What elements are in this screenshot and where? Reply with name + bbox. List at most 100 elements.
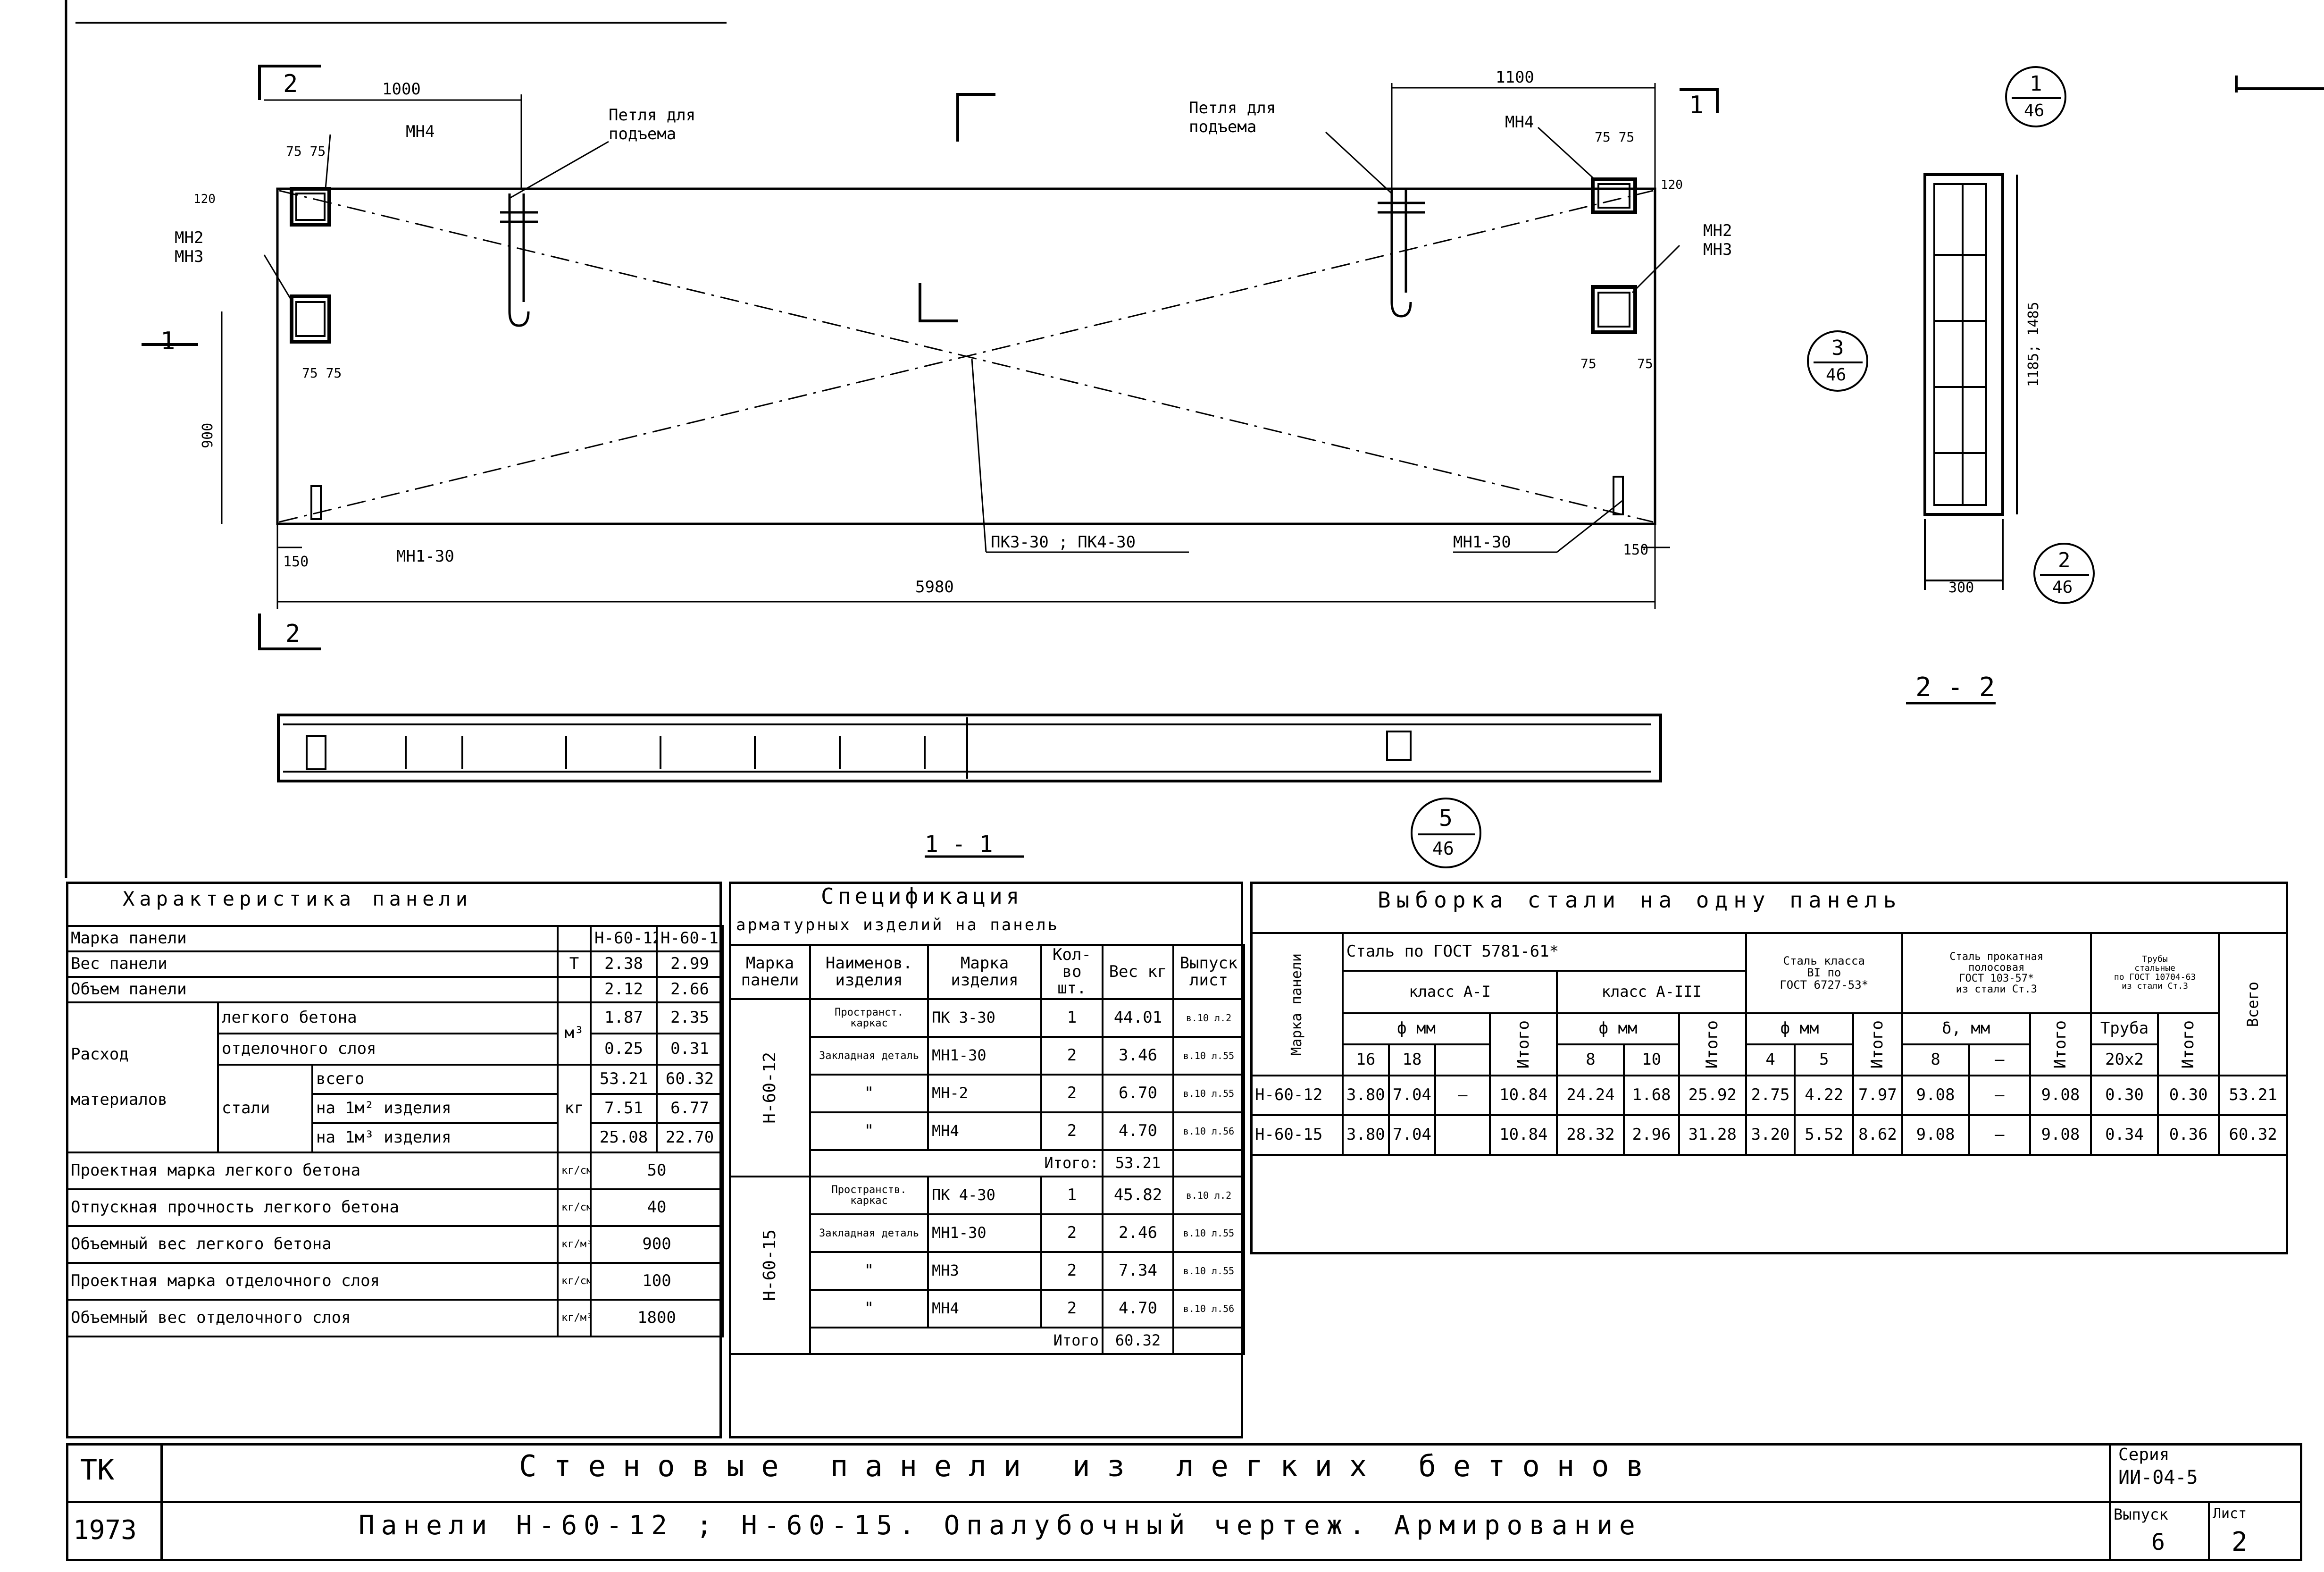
mn4-left: МН4: [406, 122, 435, 141]
table3: Марка панели Сталь по ГОСТ 5781-61* Стал…: [1250, 932, 2288, 1156]
t1-na-1m3: на 1м³ изделия: [311, 1122, 559, 1153]
t2-weight: 6.70: [1102, 1074, 1174, 1114]
t3-h-gost: Сталь по ГОСТ 5781-61*: [1341, 932, 1747, 972]
t1-bottom-unit: кг/м³: [557, 1299, 592, 1337]
section-label-1-right: 1: [1689, 91, 1704, 119]
t3-d18: 18: [1388, 1043, 1437, 1076]
t3-cell: 10.84: [1489, 1114, 1558, 1156]
dim-75-75-right: 75 75: [1595, 129, 1634, 145]
drawing-area: 2 2 1 1 1000 1100 75 75 75 75 75 75 75 7…: [65, 0, 2324, 878]
t1-legkogo: легкого бетона: [217, 1001, 559, 1034]
mn1-30-left: МН1-30: [396, 547, 454, 566]
t1-m2-v2: 6.77: [656, 1093, 724, 1124]
t2-qty: 2: [1040, 1289, 1103, 1329]
t3-itogo: Итого: [2178, 1020, 2198, 1069]
t3-cell: 1.68: [1623, 1075, 1680, 1116]
t2-name: ": [809, 1111, 929, 1152]
t3-cell: 0.30: [2090, 1075, 2159, 1116]
t1-bottom-val: 100: [590, 1262, 724, 1301]
tb-vypusk-label: Выпуск: [2114, 1505, 2168, 1523]
t3-dash: —: [1968, 1043, 2031, 1076]
section-2-2-outline: [1923, 173, 2004, 516]
t3-cell: 0.36: [2157, 1114, 2220, 1156]
t3-cell: 3.80: [1341, 1075, 1390, 1116]
t2-mark: МН-2: [927, 1074, 1042, 1114]
t3-cell: 9.08: [2029, 1114, 2092, 1156]
t1-bottom-unit: кг/см²: [557, 1262, 592, 1301]
dim-1000: 1000: [382, 80, 421, 99]
t3-row-mark: Н-60-15: [1250, 1114, 1344, 1156]
t2-weight: 7.34: [1102, 1251, 1174, 1291]
t3-cell: 7.04: [1388, 1114, 1437, 1156]
t3-cell: 7.97: [1852, 1075, 1903, 1116]
t3-itogo: Итого: [1513, 1020, 1533, 1069]
t2-weight: 45.82: [1102, 1176, 1174, 1216]
view-2-2-label: 2 - 2: [1915, 672, 1995, 703]
t2-header: Кол-во шт.: [1040, 943, 1103, 1000]
t2-total2: 60.32: [1102, 1327, 1174, 1355]
mn3-right: МН3: [1703, 240, 1732, 259]
t3-cell: 25.92: [1678, 1075, 1747, 1116]
t2-name: ": [809, 1074, 929, 1114]
t3-h-a1: класс А-I: [1341, 970, 1558, 1014]
t2-header: Марка панели: [729, 943, 811, 1000]
tb-seria-label: Серия: [2118, 1445, 2170, 1464]
tb-sub-title: Панели Н-60-12 ; Н-60-15. Опалубочный че…: [359, 1510, 1642, 1541]
t2-sheet: в.10 л.2: [1172, 1176, 1245, 1216]
t1-bottom-label: Проектная марка отделочного слоя: [66, 1262, 559, 1301]
table2: Марка панели Наименов. изделия Марка изд…: [729, 943, 1245, 1355]
t1-unit-kg: кг: [557, 1064, 592, 1153]
t3-cell: 5.52: [1794, 1114, 1855, 1156]
mn2-left: МН2: [175, 228, 203, 247]
dim-75-75-mid: 75 75: [302, 365, 342, 381]
t3-cell: —: [1968, 1114, 2031, 1156]
t2-total2-label: Итого: [809, 1327, 1103, 1355]
section-label-2-top: 2: [283, 70, 298, 98]
t2-mark: ПК 3-30: [927, 998, 1042, 1038]
t2-mark: МН4: [927, 1289, 1042, 1329]
t2-weight: 2.46: [1102, 1213, 1174, 1253]
t3-row-mark: Н-60-12: [1250, 1075, 1344, 1116]
t2-total1-label: Итого:: [809, 1149, 1103, 1178]
pk-label: ПК3-30 ; ПК4-30: [991, 533, 1136, 552]
mn2-right: МН2: [1703, 221, 1732, 240]
t2-header: Вес кг: [1102, 943, 1174, 1000]
t2-name: Пространств. каркас: [809, 1176, 929, 1216]
t2-weight: 4.70: [1102, 1111, 1174, 1152]
t1-lb-v1: 1.87: [590, 1001, 658, 1034]
dim-120-right: 120: [1661, 178, 1683, 192]
dim-150-left: 150: [283, 554, 309, 570]
t2-sheet: в.10 л.55: [1172, 1251, 1245, 1291]
t1-lb-v2: 2.35: [656, 1001, 724, 1034]
t1-os-v2: 0.31: [656, 1033, 724, 1066]
t1-row-label: Объем панели: [66, 976, 559, 1003]
lift-loop-left-1: Петля для: [609, 106, 695, 125]
t3-phi-b1: ф мм: [1745, 1012, 1855, 1045]
dim-75-right-a: 75: [1580, 356, 1597, 371]
t2-weight: 44.01: [1102, 998, 1174, 1038]
t3-cell: 9.08: [1901, 1114, 1970, 1156]
t2-weight: 3.46: [1102, 1036, 1174, 1076]
t1-bottom-val: 50: [590, 1152, 724, 1190]
t1-bottom-val: 1800: [590, 1299, 724, 1337]
t3-d8: 8: [1556, 1043, 1625, 1076]
t3-cell: [1434, 1114, 1491, 1156]
t3-cell: 60.32: [2218, 1114, 2288, 1156]
tb-tk: ТК: [80, 1454, 115, 1487]
t2-qty: 1: [1040, 1176, 1103, 1216]
t3-cell: 9.08: [2029, 1075, 2092, 1116]
callout-circle-3: 3 46: [1807, 330, 1868, 392]
t3-cell: 3.20: [1745, 1114, 1796, 1156]
panel-outline: [276, 187, 1656, 525]
t2-name: ": [809, 1251, 929, 1291]
t3-h-total: Всего: [2243, 981, 2262, 1027]
table2-title: Спецификация: [821, 883, 1023, 909]
t1-bottom-unit: кг/см²: [557, 1152, 592, 1190]
table3-title: Выборка стали на одну панель: [1378, 887, 1902, 913]
tb-list-label: Лист: [2213, 1505, 2247, 1522]
t2-header: Выпуск лист: [1172, 943, 1245, 1000]
dim-75-right-b: 75: [1637, 356, 1653, 371]
dim-300: 300: [1948, 580, 1974, 596]
t1-val2: Н-60-15: [656, 925, 724, 952]
